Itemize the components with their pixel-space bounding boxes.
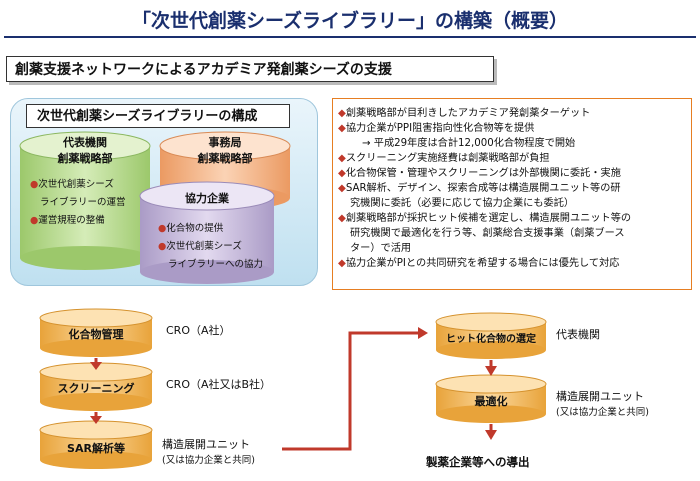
- note-5: ◆化合物保管・管理やスクリーニングは外部機関に委託・実施: [338, 168, 621, 179]
- note-7-cont-2: ター）で活用: [350, 243, 412, 254]
- partner-label: 協力企業: [185, 192, 229, 205]
- flow-cylinder-compound: [39, 308, 153, 357]
- support-banner: 創薬支援ネットワークによるアカデミア発創薬シーズの支援: [6, 56, 494, 82]
- partner-role-3: ライブラリーへの協力: [168, 259, 264, 270]
- result-label: 製薬企業等への導出: [426, 455, 530, 469]
- note-7: ◆創薬戦略部が採択ヒット候補を選定し、構造展開ユニット等の: [338, 213, 632, 224]
- step-optimization: 最適化: [474, 395, 508, 408]
- partner-cylinder: [139, 181, 275, 284]
- representative-role-3: ●運営規程の整備: [30, 215, 105, 226]
- step-sar: SAR解析等: [67, 442, 125, 455]
- representative-cylinder: [19, 131, 151, 270]
- flow-arrows: [90, 327, 497, 451]
- representative-role-2: ライブラリーの運営: [40, 197, 126, 208]
- flow-cylinder-sar: [39, 420, 153, 469]
- representative-label-1: 代表機関: [63, 136, 107, 149]
- step-sar-actor: 構造展開ユニット: [162, 438, 250, 451]
- step-screening-actor: CRO（A社又はB社）: [166, 378, 272, 391]
- note-2: ◆協力企業がPPI阻害指向性化合物等を提供: [338, 123, 535, 134]
- notes-box: [332, 98, 692, 290]
- flow-cylinder-hit: [435, 312, 547, 359]
- step-screening: スクリーニング: [57, 382, 135, 395]
- note-1: ◆創薬戦略部が目利きしたアカデミア発創薬ターゲット: [338, 108, 591, 119]
- page-title: 「次世代創薬シーズライブラリー」の構築（概要）: [131, 10, 569, 32]
- partner-role-1: ●化合物の提供: [158, 223, 224, 234]
- partner-role-2: ●次世代創薬シーズ: [158, 241, 242, 252]
- step-compound-actor: CRO（A社）: [166, 324, 231, 337]
- secretariat-label-2: 創薬戦略部: [197, 152, 253, 165]
- composition-title: 次世代創薬シーズライブラリーの構成: [26, 104, 290, 128]
- secretariat-label-1: 事務局: [208, 136, 242, 149]
- flow-cylinder-screening: [39, 362, 153, 411]
- step-optimization-actor: 構造展開ユニット: [556, 390, 644, 403]
- representative-label-2: 創薬戦略部: [57, 152, 113, 165]
- note-6: ◆SAR解析、デザイン、探索合成等は構造展開ユニット等の研: [338, 183, 621, 194]
- note-7-cont-1: 研究機関で最適化を行う等、創薬総合支援事業（創薬ブース: [350, 228, 625, 239]
- step-hit-selection: ヒット化合物の選定: [446, 334, 536, 345]
- note-4: ◆スクリーニング実施経費は創薬戦略部が負担: [338, 153, 550, 164]
- note-8: ◆協力企業がPIとの共同研究を希望する場合には優先して対応: [338, 258, 620, 269]
- representative-role-1: ●次世代創薬シーズ: [30, 179, 114, 190]
- step-sar-actor-sub: (又は協力企業と共同): [162, 455, 255, 466]
- title-underline: [4, 36, 696, 38]
- step-hit-actor: 代表機関: [556, 328, 600, 341]
- flow-cylinder-optimize: [435, 374, 547, 423]
- note-3: → 平成29年度は合計12,000化合物程度で開始: [362, 138, 576, 149]
- note-6-cont: 究機関に委託（必要に応じて協力企業にも委託）: [350, 198, 575, 209]
- step-optimization-actor-sub: (又は協力企業と共同): [556, 407, 649, 418]
- step-compound-management: 化合物管理: [68, 328, 124, 341]
